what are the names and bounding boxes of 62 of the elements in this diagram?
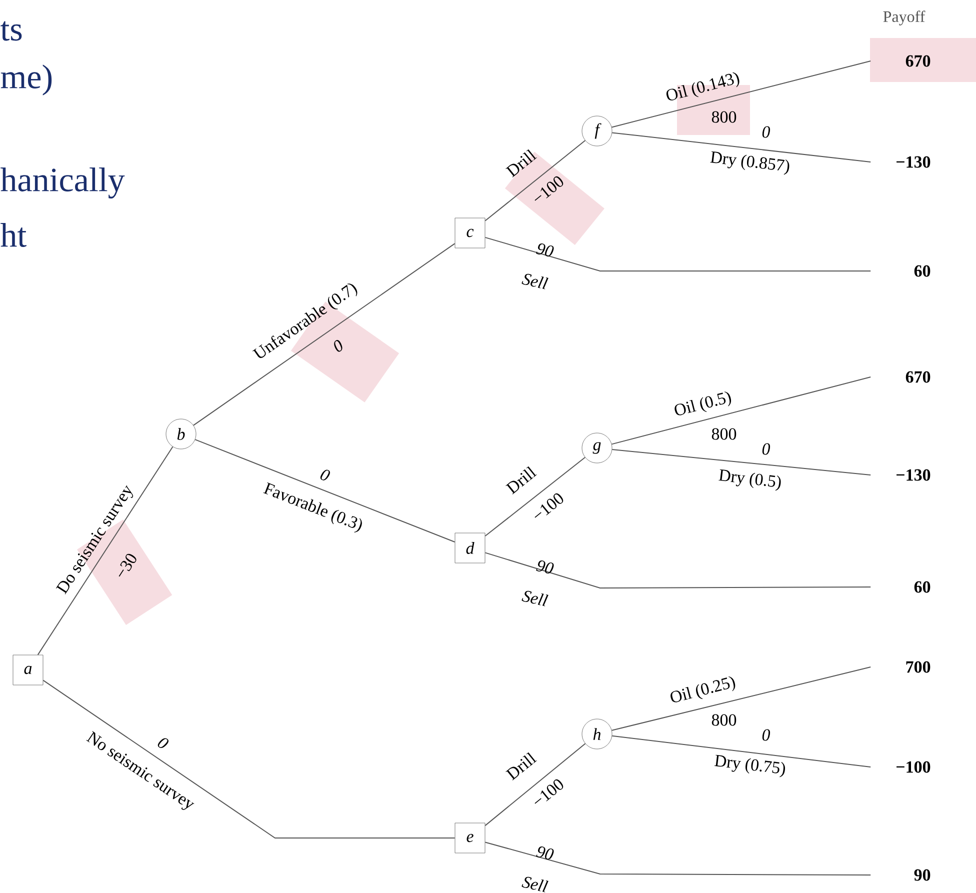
payoff-value: 60 — [914, 265, 930, 277]
edge-label: Oil (0.25) — [670, 676, 736, 702]
edge-label: Sell — [522, 590, 548, 606]
branch-line — [194, 439, 456, 543]
branch-value: 90 — [536, 560, 554, 574]
branch-value: 0 — [334, 340, 342, 352]
edge-label: Oil (0.143) — [666, 72, 740, 100]
slide-text: ht — [0, 223, 26, 247]
slide-text: ts — [0, 21, 22, 41]
edge-label: Drill — [506, 752, 537, 780]
branch-value: 0 — [320, 470, 330, 480]
branch-value: 90 — [536, 244, 554, 256]
branch-line — [612, 449, 872, 476]
edge-label: Dry (0.5) — [718, 469, 781, 491]
edge-label: Sell — [522, 274, 548, 290]
branch-value: −100 — [534, 176, 564, 201]
branch-value: 800 — [712, 111, 736, 123]
branch-value: 0 — [762, 126, 770, 138]
edge-label: Dry (0.857) — [710, 151, 790, 175]
edge-label: Sell — [522, 876, 548, 892]
branch-line — [484, 456, 586, 537]
decision-square: a — [12, 654, 44, 686]
branch-value: 0 — [762, 443, 770, 455]
payoff-value: 670 — [906, 371, 930, 383]
branch-line — [37, 446, 174, 656]
branch-line — [612, 132, 872, 162]
decision-square: e — [454, 822, 486, 854]
branch-value: 90 — [536, 846, 554, 860]
branch-value: −100 — [534, 493, 564, 518]
slide-text: me) — [0, 64, 52, 96]
edge-label: Drill — [506, 149, 537, 178]
branch-value: 0 — [762, 729, 770, 741]
branch-line — [484, 236, 872, 272]
branch-value: 0 — [158, 738, 168, 748]
branch-value: −30 — [118, 554, 136, 577]
payoff-value: 90 — [914, 869, 930, 881]
edge-label: Drill — [506, 466, 537, 494]
branch-line — [611, 376, 872, 445]
branch-line — [484, 552, 872, 588]
edge-label: Oil (0.5) — [674, 391, 732, 416]
branch-line — [611, 60, 872, 128]
branch-line — [484, 140, 586, 222]
branch-value: 800 — [712, 714, 736, 726]
slide-text: hanically — [0, 168, 125, 198]
decision-square: d — [454, 532, 486, 564]
payoff-value: 60 — [914, 581, 930, 593]
branch-value: −100 — [534, 779, 564, 804]
payoff-value: 700 — [906, 661, 930, 673]
branch-line — [484, 743, 586, 826]
branch-line — [484, 842, 872, 876]
column-heading: Payoff — [883, 10, 926, 26]
payoff-value: 670 — [906, 55, 930, 67]
payoff-value: −130 — [896, 156, 930, 168]
edge-label: Dry (0.75) — [714, 754, 785, 778]
branch-value: 800 — [712, 428, 736, 440]
branch-line — [612, 735, 872, 768]
branch-line — [192, 243, 456, 426]
branch-line — [42, 680, 456, 838]
payoff-value: −100 — [896, 761, 930, 773]
decision-square: c — [454, 218, 486, 248]
branch-line — [611, 666, 872, 731]
payoff-value: −130 — [896, 469, 930, 481]
